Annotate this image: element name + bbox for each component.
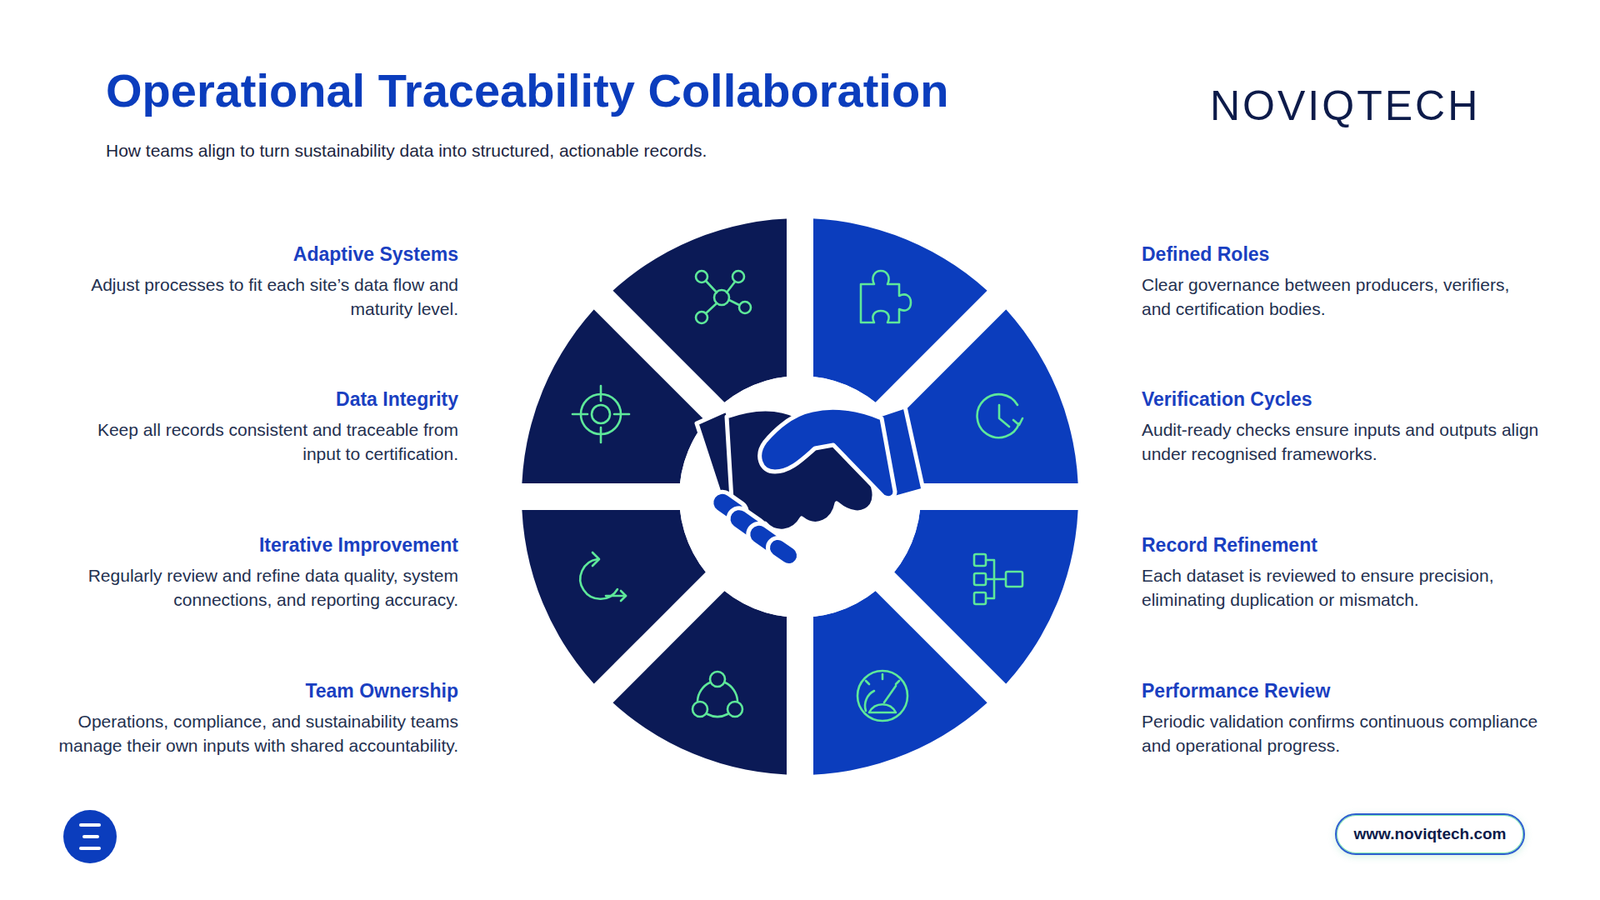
feature-block: Team OwnershipOperations, compliance, an… [58,680,459,758]
feature-heading: Team Ownership [58,680,459,703]
team-icon [692,671,743,717]
feature-description: Each dataset is reviewed to ensure preci… [1141,563,1542,612]
feature-heading: Defined Roles [1141,243,1542,266]
feature-description: Regularly review and refine data quality… [58,563,459,612]
page-subtitle: How teams align to turn sustainability d… [105,140,707,161]
wheel-segments [500,196,1100,797]
feature-block: Iterative ImprovementRegularly review an… [58,534,459,612]
puzzle-icon [860,270,911,323]
cycle-icon [580,552,626,601]
gauge-icon [857,670,908,721]
feature-block: Defined RolesClear governance between pr… [1141,243,1542,321]
flowchart-icon [974,554,1023,605]
brand-mark [63,810,117,864]
clock-icon [977,394,1023,438]
feature-heading: Record Refinement [1141,534,1542,557]
network-icon [695,270,751,324]
handshake-icon [696,406,924,570]
url-text: www.noviqtech.com [1354,825,1507,844]
feature-block: Verification CyclesAudit-ready checks en… [1141,388,1542,466]
feature-heading: Data Integrity [58,388,459,411]
feature-heading: Iterative Improvement [58,534,459,557]
feature-heading: Verification Cycles [1141,388,1542,411]
feature-block: Adaptive SystemsAdjust processes to fit … [58,243,459,321]
segment-gap [587,284,1012,709]
target-icon [572,385,630,443]
feature-block: Performance ReviewPeriodic validation co… [1141,680,1542,758]
feature-description: Periodic validation confirms continuous … [1141,709,1542,758]
page-title: Operational Traceability Collaboration [105,63,949,118]
feature-description: Keep all records consistent and traceabl… [58,417,459,466]
feature-description: Operations, compliance, and sustainabili… [58,709,459,758]
feature-description: Adjust processes to fit each site’s data… [58,272,459,321]
url-pill: www.noviqtech.com [1335,813,1525,855]
feature-block: Record RefinementEach dataset is reviewe… [1141,534,1542,612]
feature-description: Audit-ready checks ensure inputs and out… [1141,417,1542,466]
feature-description: Clear governance between producers, veri… [1141,272,1542,321]
feature-heading: Performance Review [1141,680,1542,703]
feature-block: Data IntegrityKeep all records consisten… [58,388,459,466]
brand-logo: NOVIQTECH [1210,81,1480,130]
feature-heading: Adaptive Systems [58,243,459,266]
